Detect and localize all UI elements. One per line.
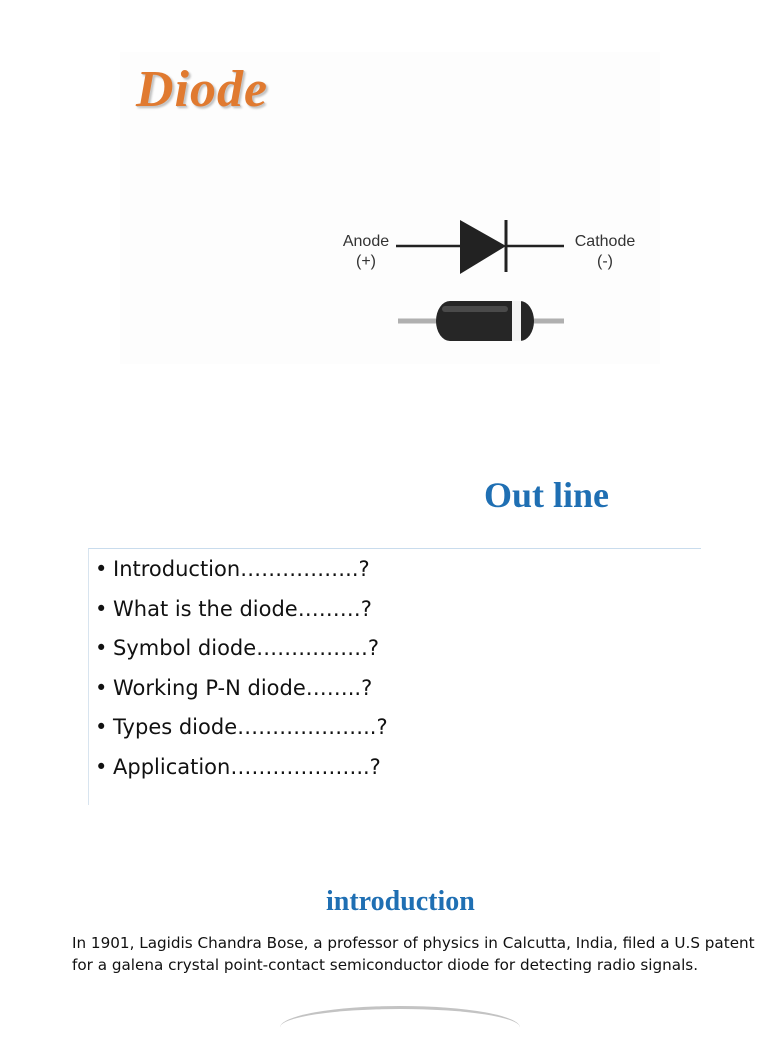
cathode-sign: (-) (597, 253, 613, 270)
diode-symbol-icon (396, 220, 564, 274)
cathode-label: Cathode (-) (566, 232, 644, 272)
diode-title: Diode (136, 61, 269, 118)
diode-slide (120, 52, 660, 364)
bullet-icon: • (95, 596, 108, 621)
outline-item-text: Symbol diode…………….? (113, 636, 379, 661)
list-item: •Types diode………………..? (95, 709, 388, 749)
anode-label-text: Anode (342, 233, 390, 250)
anode-sign: (+) (356, 253, 376, 270)
list-item: •Application………………..? (95, 749, 388, 789)
diode-illustration (396, 220, 564, 341)
anode-label: Anode (+) (336, 232, 396, 272)
list-item: •Introduction……………..? (95, 551, 388, 591)
outline-item-text: Working P-N diode……..? (113, 675, 373, 700)
outline-item-text: Application………………..? (113, 754, 381, 779)
outline-item-text: Types diode………………..? (113, 715, 388, 740)
bullet-icon: • (95, 636, 108, 661)
outline-item-text: What is the diode………? (113, 596, 372, 621)
portrait-image (280, 1006, 520, 1049)
outline-title: Out line (484, 475, 610, 515)
bullet-icon: • (95, 675, 108, 700)
outline-box: •Introduction……………..? •What is the diode… (88, 548, 701, 805)
list-item: •What is the diode………? (95, 591, 388, 631)
introduction-paragraph: In 1901, Lagidis Chandra Bose, a profess… (72, 934, 755, 974)
outline-list: •Introduction……………..? •What is the diode… (95, 551, 388, 789)
cathode-label-text: Cathode (574, 233, 636, 250)
bullet-icon: • (95, 754, 108, 779)
bullet-icon: • (95, 557, 108, 581)
outline-item-text: Introduction……………..? (113, 557, 370, 581)
diode-component-icon (398, 301, 564, 341)
bullet-icon: • (95, 715, 108, 740)
list-item: •Symbol diode…………….? (95, 630, 388, 670)
list-item: •Working P-N diode……..? (95, 670, 388, 710)
introduction-title: introduction (326, 886, 475, 917)
